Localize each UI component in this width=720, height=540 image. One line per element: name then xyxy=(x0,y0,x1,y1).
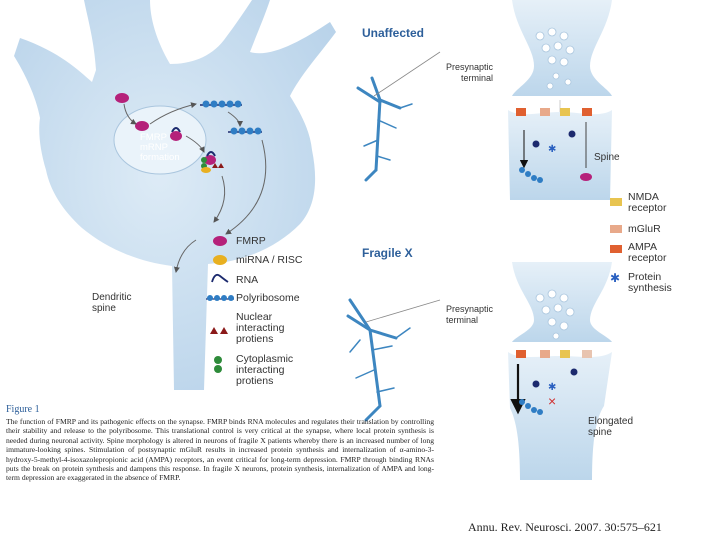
nmda-receptor xyxy=(560,108,570,116)
mglur xyxy=(540,108,550,116)
svg-text:×: × xyxy=(548,393,556,409)
svg-text:✱: ✱ xyxy=(548,144,556,155)
legend-nmda-label: NMDA receptor xyxy=(628,191,667,214)
ampa-receptor xyxy=(582,108,592,116)
polyribosome xyxy=(228,127,262,135)
elongated-spine-label: Elongated spine xyxy=(588,416,634,438)
unaffected-title: Unaffected xyxy=(362,26,425,40)
fragile-x-title: Fragile X xyxy=(362,246,413,260)
rna-icon xyxy=(211,273,229,283)
vesicles xyxy=(535,27,575,90)
mirna-risc xyxy=(201,167,211,173)
caption-title: Figure 1 xyxy=(6,404,40,415)
svg-text:✱: ✱ xyxy=(548,382,556,393)
fmrp-mrnp-formation-label: FMRP mRNP formation xyxy=(140,132,180,163)
ampa-receptor xyxy=(582,350,592,358)
legend-left-icons xyxy=(206,236,234,373)
mirna-risc-icon xyxy=(213,255,227,265)
nmda-receptor-icon xyxy=(610,198,622,206)
legend-ampa-label: AMPA receptor xyxy=(628,241,667,264)
vesicles xyxy=(535,289,575,340)
nmda-receptor xyxy=(560,350,570,358)
unaffected-neuron xyxy=(356,76,413,182)
fmrp-icon xyxy=(213,236,227,246)
legend-polyribosome-label: Polyribosome xyxy=(236,292,300,304)
fragile-x-neuron xyxy=(346,298,411,422)
figure-caption: Figure 1 The function of FMRP and its pa… xyxy=(6,404,434,540)
legend-nuclear-proteins-label: Nuclear interacting protiens xyxy=(236,311,285,345)
unaffected-synapse: ✱ xyxy=(508,0,612,200)
ampa-receptor xyxy=(516,108,526,116)
polyribosome xyxy=(200,100,242,108)
legend-mirna-risc-label: miRNA / RISC xyxy=(236,254,303,266)
cytoplasmic-protein xyxy=(201,157,207,163)
dendritic-spine-label: Dendritic spine xyxy=(92,292,132,314)
mglur xyxy=(540,350,550,358)
legend-mglur-label: mGluR xyxy=(628,223,661,235)
rna-molecule xyxy=(206,151,216,157)
cell-molecules xyxy=(115,93,267,273)
fmrp-molecule xyxy=(135,121,149,131)
citation: Annu. Rev. Neurosci. 2007. 30:575–621 xyxy=(462,516,718,538)
ampa-receptor xyxy=(516,350,526,358)
cytoplasmic-proteins-icon xyxy=(214,356,222,373)
fragile-x-synapse: ✱ × xyxy=(508,262,612,480)
ampa-receptor-icon xyxy=(610,245,622,253)
fmrp-molecule xyxy=(204,155,216,165)
legend-right-icons: ✱ xyxy=(610,198,622,285)
nuclear-protein xyxy=(212,163,218,168)
fmrp-molecule xyxy=(115,93,129,103)
legend-rna-label: RNA xyxy=(236,274,259,286)
cell-body xyxy=(14,0,336,390)
fragile-x-presynaptic-label: Presynaptic terminal xyxy=(446,304,494,325)
polyribosome-icon xyxy=(206,295,234,301)
legend-fmrp-label: FMRP xyxy=(236,235,266,247)
mglur-icon xyxy=(610,225,622,233)
legend-protein-synthesis-label: Protein synthesis xyxy=(628,271,672,294)
unaffected-presynaptic-label: Presynaptic terminal xyxy=(446,62,494,83)
legend-cytoplasmic-proteins-label: Cytoplasmic interacting protiens xyxy=(236,353,294,387)
nuclear-protein xyxy=(218,163,224,168)
protein-synthesis-icon: ✱ xyxy=(610,271,620,285)
caption-text: The function of FMRP and its pathogenic … xyxy=(6,417,434,483)
rna-molecule xyxy=(171,127,181,133)
nuclear-proteins-icon xyxy=(210,327,228,334)
unaffected-spine-label: Spine xyxy=(594,152,620,163)
fmrp-molecule xyxy=(170,131,182,141)
